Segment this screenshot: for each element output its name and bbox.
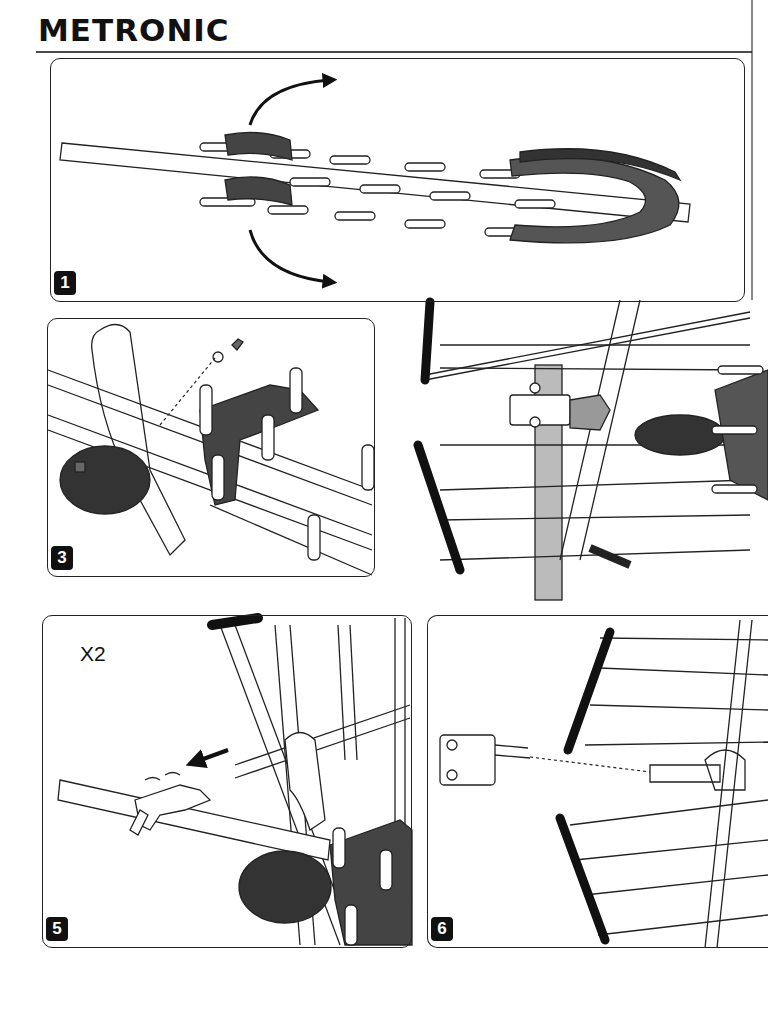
step-panel: 1 — [50, 58, 745, 302]
quantity-label: X2 — [80, 642, 106, 666]
step-number: 3 — [51, 546, 73, 570]
step-panel: X2 5 — [42, 615, 412, 948]
step-number: 6 — [431, 917, 453, 941]
step-panel: 6 — [427, 615, 768, 948]
step-panel: 3 — [47, 318, 375, 577]
step-number: 1 — [54, 271, 76, 295]
step-number: 5 — [46, 917, 68, 941]
brand-title: METRONIC — [38, 12, 230, 48]
